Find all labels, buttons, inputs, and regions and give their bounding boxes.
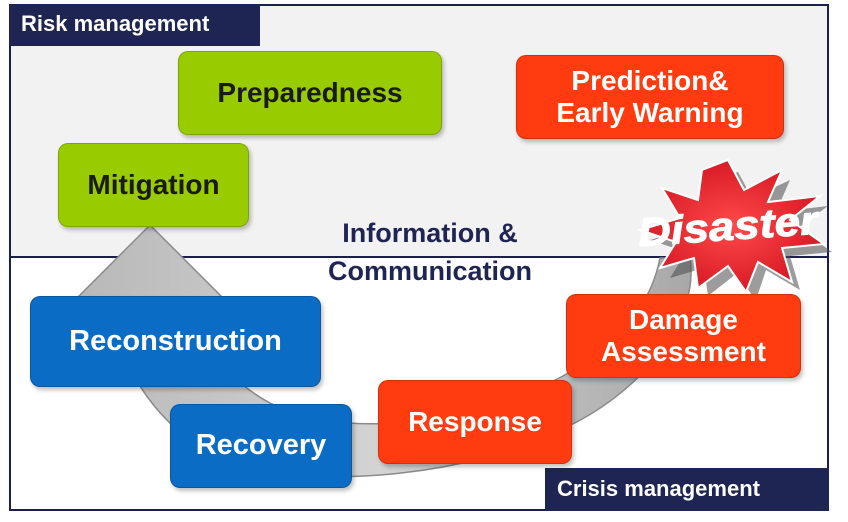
damage-assessment-box: Damage Assessment: [566, 294, 801, 378]
recovery-label: Recovery: [195, 429, 327, 462]
prediction-early-warning-label: Prediction& Early Warning: [556, 64, 744, 128]
recovery-box: Recovery: [170, 404, 352, 488]
information-line: Information &: [342, 218, 518, 248]
disaster-burst: [636, 158, 827, 295]
response-label: Response: [408, 405, 542, 437]
prediction-early-warning-box: Prediction& Early Warning: [516, 55, 784, 139]
preparedness-box: Preparedness: [178, 51, 442, 135]
crisis-management-region: [9, 256, 829, 511]
preparedness-label: Preparedness: [217, 76, 403, 108]
communication-line: Communication: [327, 256, 532, 286]
information-communication-text: Information & Communication: [290, 214, 570, 290]
mitigation-label: Mitigation: [87, 168, 220, 200]
response-box: Response: [378, 380, 572, 464]
risk-management-label: Risk management: [9, 4, 260, 46]
crisis-management-label: Crisis management: [545, 468, 829, 511]
damage-assessment-label: Damage Assessment: [601, 303, 766, 367]
reconstruction-box: Reconstruction: [30, 296, 321, 387]
mitigation-box: Mitigation: [58, 143, 249, 227]
reconstruction-label: Reconstruction: [69, 324, 282, 357]
